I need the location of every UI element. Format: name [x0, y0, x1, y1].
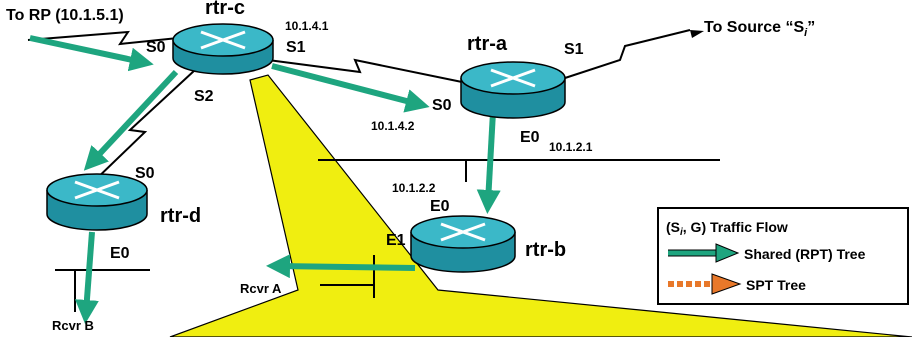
arrow-b-to-rcvr-a	[266, 254, 416, 279]
serial-link-c-to-a	[267, 58, 463, 83]
serial-link-c-to-rp	[27, 30, 179, 46]
ethernet-segment-d	[55, 269, 150, 312]
router-b-name: rtr-b	[525, 239, 566, 261]
router-d-e0: E0	[110, 245, 130, 262]
router-a-e0: E0	[520, 129, 540, 146]
arrow-d-to-rcvr-b	[74, 231, 99, 324]
router-b	[410, 215, 516, 273]
router-b-e0: E0	[430, 198, 450, 215]
shared-tree-arrows	[29, 35, 501, 324]
ethernet-segment-b-e1	[320, 255, 375, 298]
to-source-suffix: ”	[807, 19, 815, 36]
router-c-s1: S1	[286, 39, 306, 56]
legend: (Si, G) Traffic Flow Shared (RPT) Tree S…	[657, 207, 909, 305]
arrow-rp-to-c	[29, 35, 154, 72]
to-source-label: To Source “Si”	[704, 19, 815, 39]
arrow-a-to-b	[476, 111, 501, 214]
router-d-s0: S0	[135, 165, 155, 182]
legend-shared-label: Shared (RPT) Tree	[744, 246, 866, 262]
router-a-ip-e0: 10.1.2.1	[549, 140, 593, 154]
router-a-ip-s0: 10.1.4.2	[371, 119, 415, 133]
to-source-prefix: To Source “S	[704, 19, 804, 36]
router-c	[172, 23, 274, 75]
ethernet-segment-a	[318, 159, 720, 182]
legend-title-sub: i	[680, 227, 683, 238]
legend-spt-arrow-icon	[668, 273, 742, 295]
rcvr-a-label: Rcvr A	[240, 281, 282, 296]
router-c-ip: 10.1.4.1	[285, 19, 329, 33]
router-c-s0: S0	[146, 39, 166, 56]
to-source-sub: i	[804, 27, 808, 39]
router-a-name: rtr-a	[467, 33, 508, 55]
highlight-cone	[169, 74, 912, 337]
router-a-s1: S1	[564, 41, 584, 58]
arrow-source-head	[690, 30, 704, 38]
router-d	[46, 173, 148, 231]
router-d-name: rtr-d	[160, 205, 201, 227]
serial-link-c-to-d	[89, 69, 196, 186]
router-c-name: rtr-c	[205, 0, 245, 19]
legend-title: (Si, G) Traffic Flow	[666, 219, 788, 238]
arrow-c-to-a	[271, 63, 430, 113]
to-rp-label: To RP (10.1.5.1)	[6, 7, 124, 24]
legend-shared-arrow-icon	[668, 243, 740, 263]
legend-title-suffix: , G) Traffic Flow	[683, 219, 788, 235]
rcvr-b-label: Rcvr B	[52, 318, 94, 333]
router-b-e1: E1	[386, 232, 406, 249]
arrow-c-to-d	[83, 69, 179, 171]
legend-title-prefix: (S	[666, 219, 680, 235]
router-c-s2: S2	[194, 88, 214, 105]
router-a	[460, 61, 566, 119]
serial-link-a-to-source	[564, 29, 691, 79]
router-b-ip: 10.1.2.2	[392, 181, 436, 195]
legend-spt-label: SPT Tree	[746, 277, 806, 293]
router-a-s0: S0	[432, 97, 452, 114]
